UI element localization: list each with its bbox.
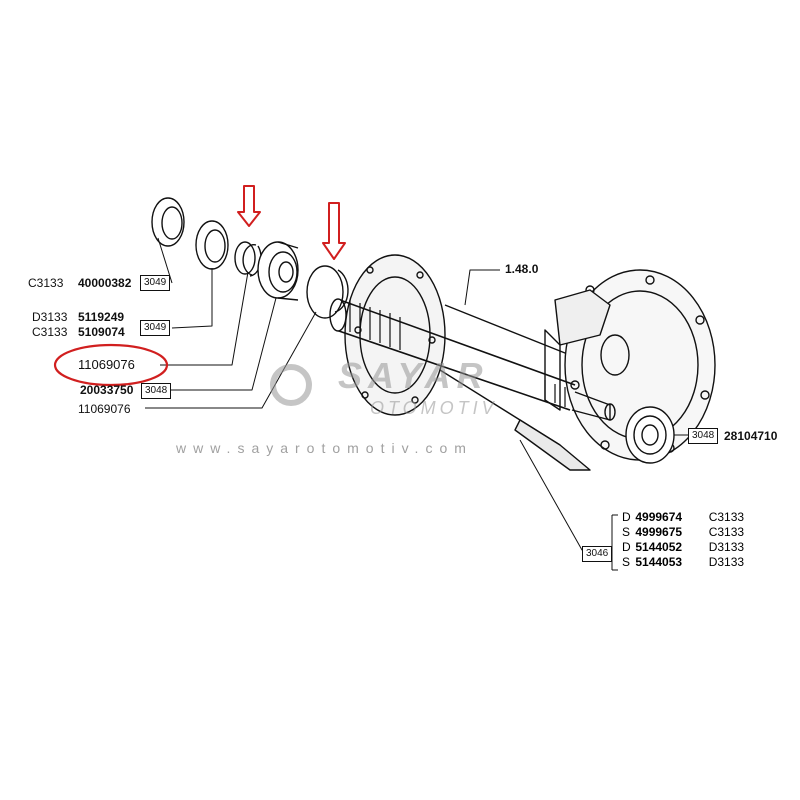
right-bearing [625,406,675,464]
seal-ring-2 [195,220,229,270]
variant-list: D 4999674 C3133 S 4999675 C3133 D 514405… [622,510,744,570]
label-circled-number: 11069076 [78,357,135,372]
watermark-brand-bottom: OTOMOTIV [370,398,498,418]
seal-ring-1 [151,197,185,247]
label-l5-number: 11069076 [78,402,131,416]
label-assembly-ref: 1.48.0 [505,262,539,276]
ref-box-bottom: 3046 [582,546,613,562]
ref-box-right: 3048 [688,428,719,444]
variant-row: D 4999674 C3133 [622,510,745,524]
watermark-url: www.sayarotomotiv.com [176,440,473,456]
ref-box-l1: 3049 [140,275,171,291]
variant-row: S 4999675 C3133 [622,525,745,539]
label-l2-number-a: 5119249 [78,310,125,324]
label-l4-number: 20033750 [80,383,134,397]
label-l1-number: 40000382 [78,276,132,290]
variant-row: S 5144053 D3133 [622,555,745,569]
label-l1-prefix: C3133 [28,276,64,290]
watermark-brand-top: SAYAR [338,355,489,396]
snap-ring-2 [306,265,349,319]
ref-box-l4: 3048 [141,383,172,399]
highlight-ellipse [53,343,169,387]
variant-row: D 5144052 D3133 [622,540,745,554]
label-l2-prefix-a: D3133 [32,310,68,324]
label-right-number: 28104710 [724,429,778,443]
axle-housing [344,254,716,471]
label-l2-prefix-b: C3133 [32,325,68,339]
snap-ring-1 [234,241,262,277]
ref-box-l2: 3049 [140,320,171,336]
arrow-marker-1 [237,185,261,227]
arrow-marker-2 [322,202,346,260]
label-l2-number-b: 5109074 [78,325,125,339]
bearing-left [257,241,299,301]
